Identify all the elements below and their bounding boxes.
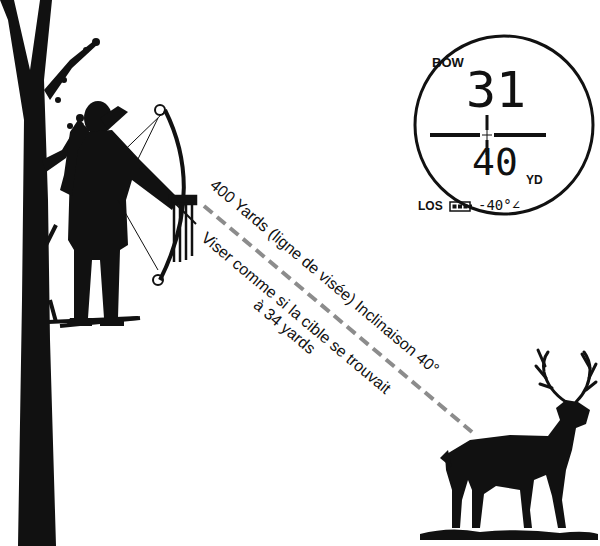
- compensated-distance: 31: [466, 65, 526, 115]
- ground-grass: [420, 529, 598, 540]
- unit-label: YD: [526, 174, 543, 186]
- arrow-quiver: [170, 196, 196, 262]
- compound-bow: [104, 105, 196, 285]
- angle-readout: -40°∠: [478, 198, 520, 212]
- deer-silhouette: [440, 400, 590, 528]
- mode-label: LOS: [418, 200, 443, 212]
- rangefinder-display: BOW31 40YD LOS -40°∠: [412, 33, 596, 217]
- line-of-sight: [204, 206, 472, 432]
- deer-antlers: [536, 350, 596, 402]
- hunter-silhouette: [60, 101, 178, 326]
- line-of-sight-distance: 40: [472, 143, 518, 181]
- mode-label: BOW: [432, 56, 464, 69]
